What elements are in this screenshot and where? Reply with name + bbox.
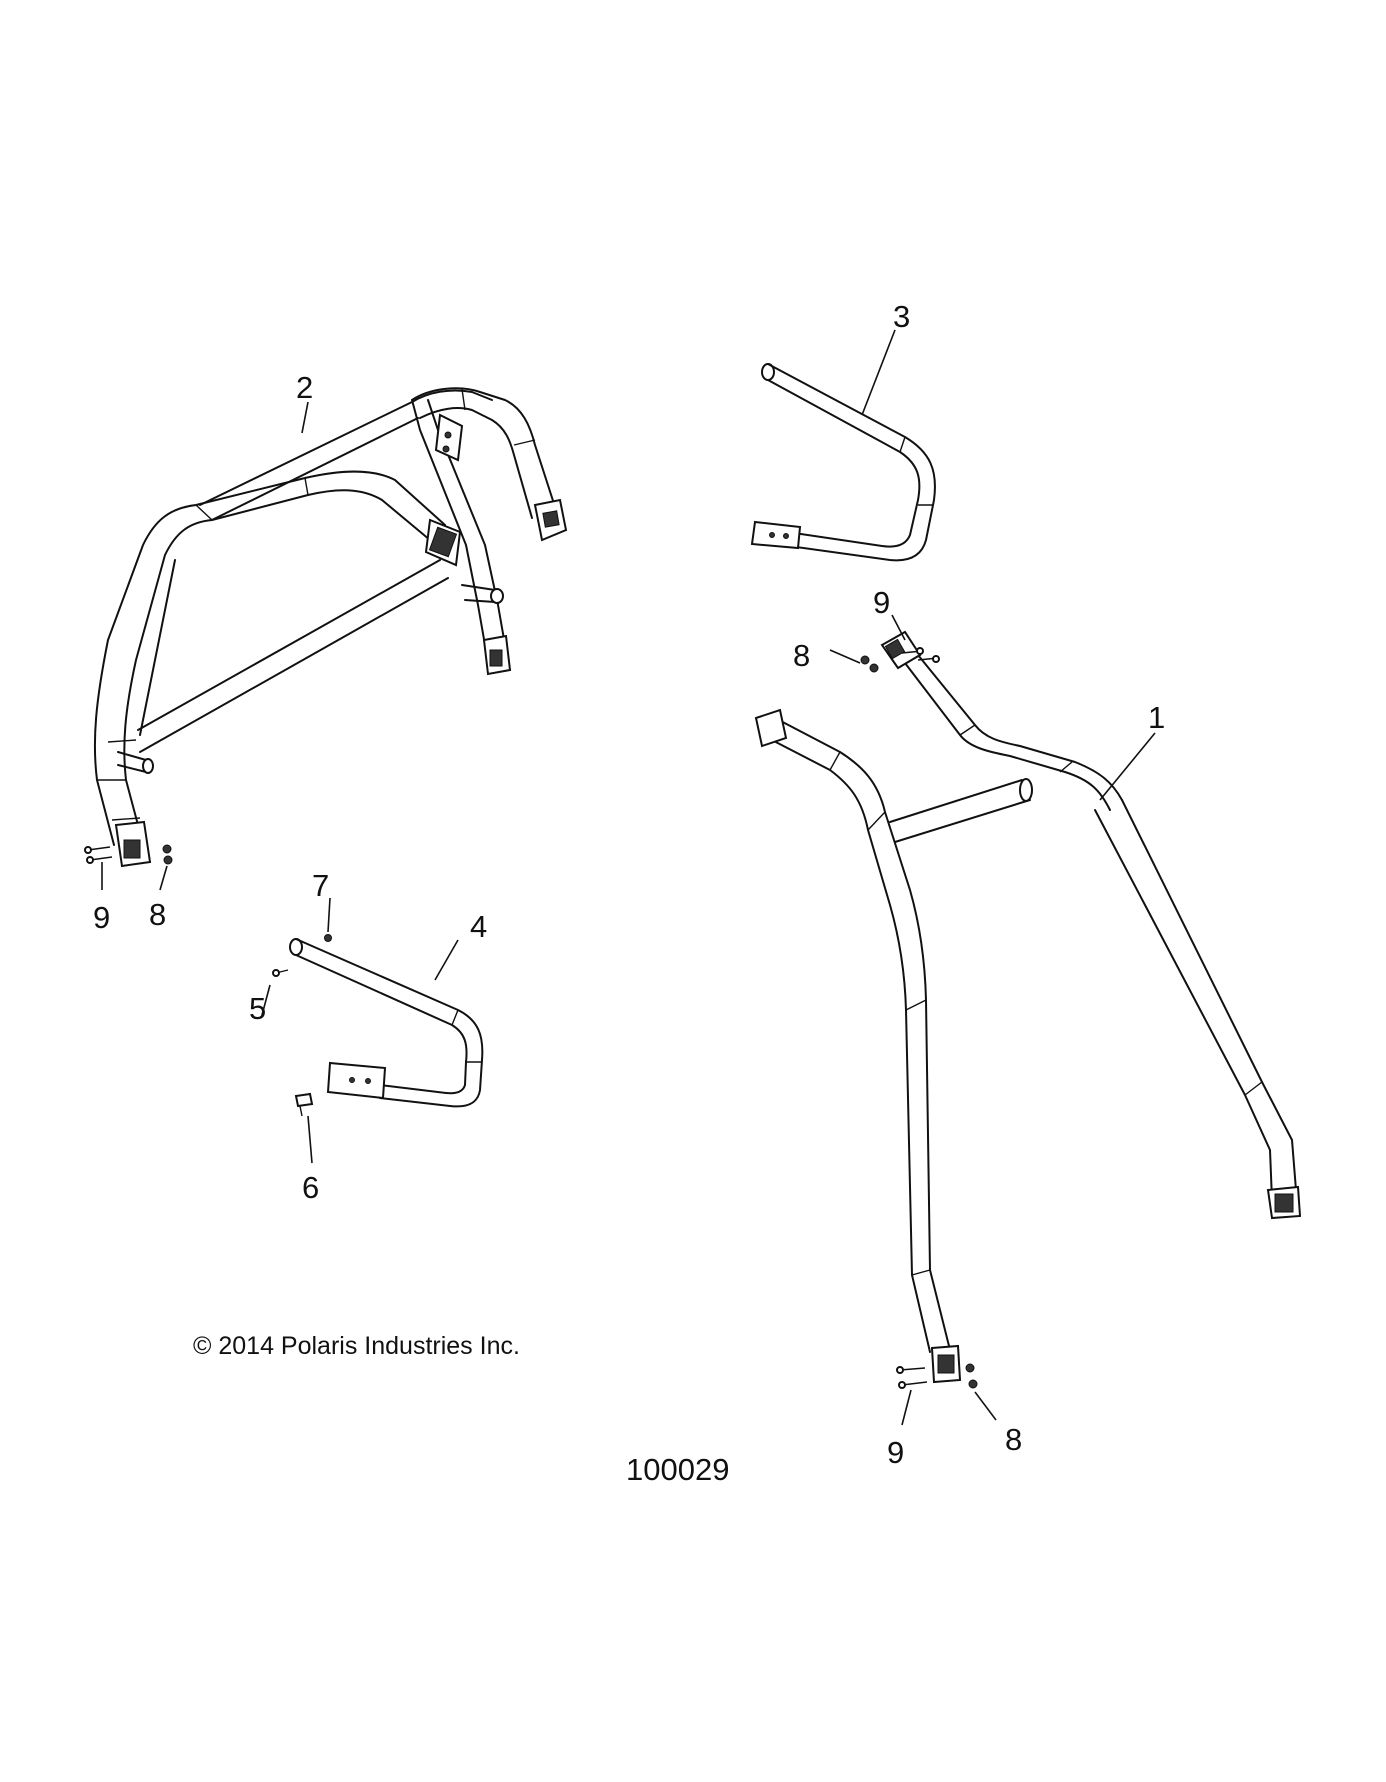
part-4-side-bar [289,938,484,1108]
callout-part-7: 7 [312,868,329,903]
callout-part-9-bottom: 9 [887,1435,904,1470]
part-1-front-cage [754,630,1302,1384]
callout-part-6: 6 [302,1170,319,1205]
callout-part-3: 3 [893,299,910,334]
hardware [84,647,978,1389]
figure-number: 100029 [626,1452,730,1487]
callout-part-8-top: 8 [793,638,810,673]
callout-part-8-left: 8 [149,897,166,932]
part-2-rear-cage [93,387,568,868]
leader-lines [101,329,1156,1426]
callout-part-8-bottom: 8 [1005,1422,1022,1457]
callout-part-2: 2 [296,370,313,405]
callout-part-4: 4 [470,909,487,944]
copyright-notice: © 2014 Polaris Industries Inc. [193,1332,520,1360]
callout-part-5: 5 [249,991,266,1026]
callout-part-1: 1 [1148,700,1165,735]
callout-part-9-left: 9 [93,900,110,935]
callout-part-9-top: 9 [873,585,890,620]
callouts: 1 2 3 4 5 6 7 8 9 9 8 9 8 [93,299,1165,1470]
part-3-side-bar [750,363,936,562]
